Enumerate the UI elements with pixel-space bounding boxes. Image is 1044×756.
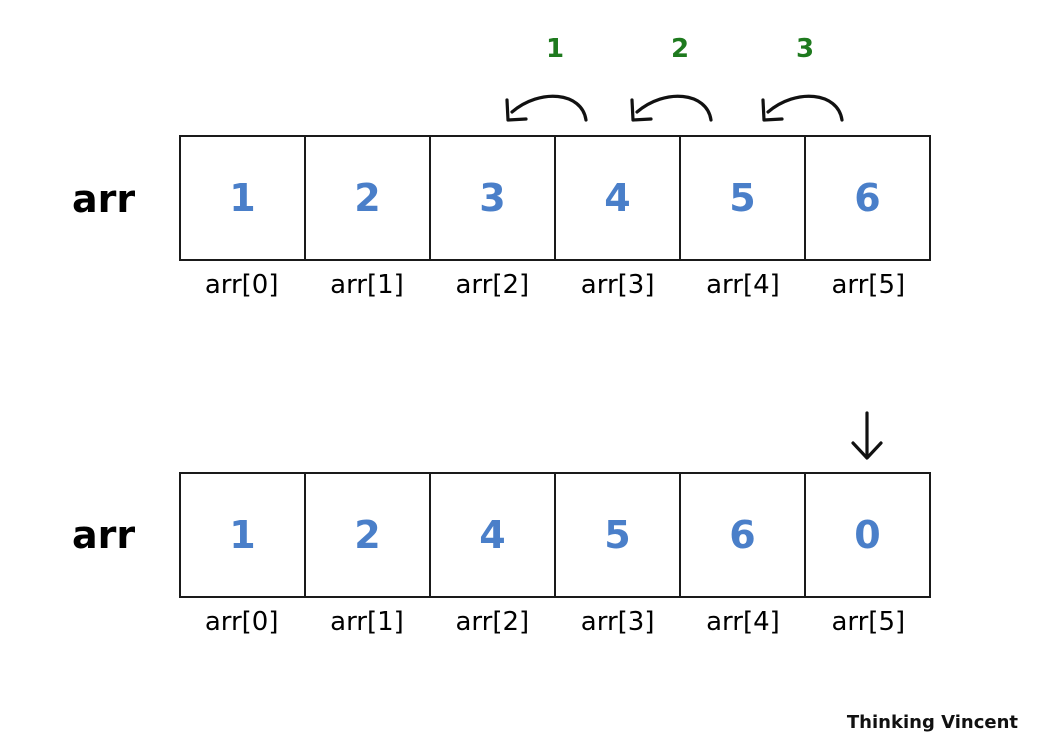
top-cell-3: 4 [556, 137, 681, 259]
curved-arrow-icon [505, 94, 588, 122]
top-cell-value: 5 [729, 176, 756, 220]
bottom-cell-4: 6 [681, 474, 806, 596]
down-arrow-icon [851, 411, 883, 460]
top-cell-5: 6 [806, 137, 931, 259]
bottom-index-label: arr[1] [330, 607, 404, 637]
top-cell-2: 3 [431, 137, 556, 259]
bottom-cell-value: 0 [854, 513, 881, 557]
top-array-label: arr [72, 177, 136, 221]
bottom-cell-value: 2 [354, 513, 381, 557]
shift-step-3: 3 [795, 34, 815, 64]
bottom-index-row: arr[0] arr[1] arr[2] arr[3] arr[4] arr[5… [179, 607, 931, 637]
bottom-index-label: arr[3] [580, 607, 655, 637]
shift-step-1: 1 [545, 34, 565, 64]
top-cell-value: 3 [479, 176, 506, 220]
top-cell-value: 2 [354, 176, 381, 220]
top-cell-value: 6 [854, 176, 881, 220]
bottom-cell-0: 1 [181, 474, 306, 596]
bottom-cell-value: 4 [479, 513, 506, 557]
top-cell-1: 2 [306, 137, 431, 259]
top-array: 1 2 3 4 5 6 [179, 135, 931, 261]
top-index-label: arr[0] [204, 270, 279, 300]
bottom-array: 1 2 4 5 6 0 [179, 472, 931, 598]
top-index-label: arr[3] [580, 270, 655, 300]
bottom-cell-3: 5 [556, 474, 681, 596]
top-cell-value: 4 [604, 176, 631, 220]
bottom-cell-value: 6 [729, 513, 756, 557]
top-index-label: arr[2] [455, 270, 530, 300]
top-index-row: arr[0] arr[1] arr[2] arr[3] arr[4] arr[5… [179, 270, 931, 300]
bottom-array-label: arr [72, 513, 136, 557]
bottom-cell-value: 5 [604, 513, 631, 557]
watermark-text: Thinking Vincent [846, 712, 1018, 733]
top-index-label: arr[5] [831, 270, 906, 300]
top-cell-0: 1 [181, 137, 306, 259]
top-cell-4: 5 [681, 137, 806, 259]
shift-step-2: 2 [670, 34, 690, 64]
bottom-cell-1: 2 [306, 474, 431, 596]
bottom-index-label: arr[5] [831, 607, 906, 637]
curved-arrow-icon [630, 94, 713, 122]
top-cell-value: 1 [229, 176, 256, 220]
bottom-index-label: arr[0] [204, 607, 279, 637]
bottom-index-label: arr[4] [706, 607, 780, 637]
bottom-cell-value: 1 [229, 513, 256, 557]
curved-arrow-icon [761, 94, 844, 122]
top-index-label: arr[4] [706, 270, 780, 300]
bottom-cell-5: 0 [806, 474, 931, 596]
bottom-index-label: arr[2] [455, 607, 530, 637]
top-index-label: arr[1] [330, 270, 404, 300]
bottom-cell-2: 4 [431, 474, 556, 596]
